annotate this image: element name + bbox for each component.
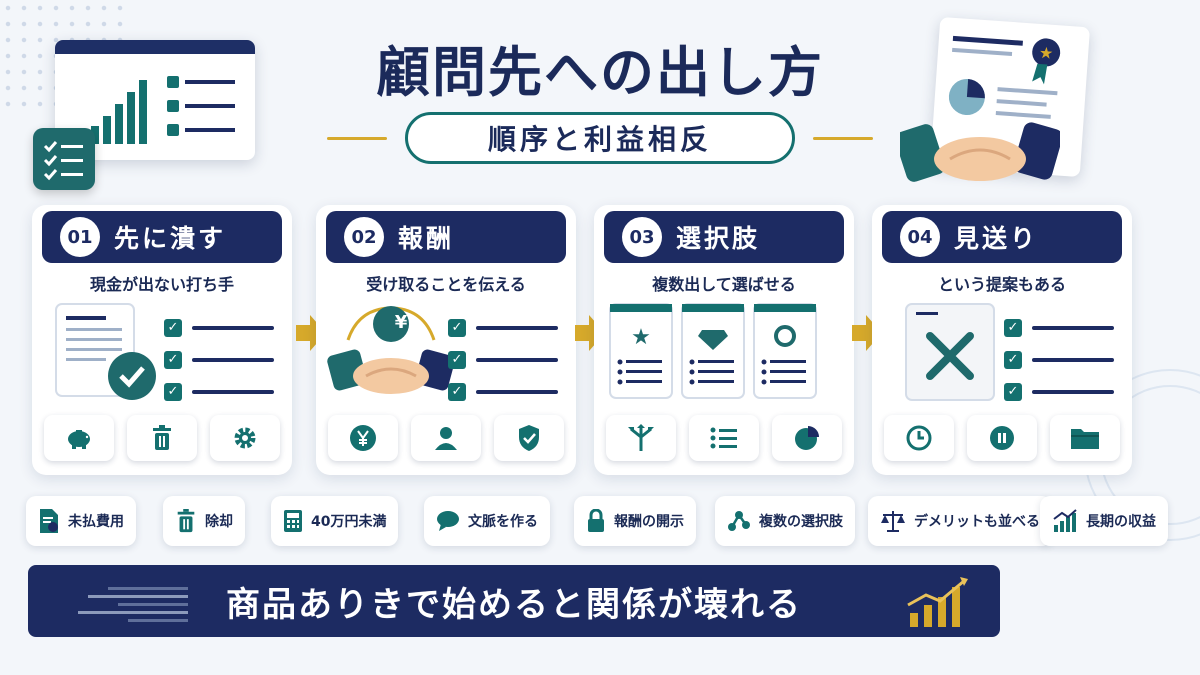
document-check-icon — [55, 303, 156, 400]
banner-text: 商品ありきで始めると関係が壊れる — [226, 584, 802, 625]
card-illustration: ✓ ✓ ✓ — [872, 300, 1132, 410]
card-illustration: ★ — [594, 300, 854, 410]
tag-label: 複数の選択肢 — [759, 514, 843, 530]
svg-text:★: ★ — [631, 325, 651, 350]
card-subtitle: 受け取ることを伝える — [366, 275, 526, 294]
arrow-right-icon — [852, 315, 882, 351]
pie-chart-icon — [772, 415, 842, 461]
subtitle-pill: 順序と利益相反 — [405, 112, 795, 164]
checklist-card-icon — [33, 128, 95, 190]
step-number: 01 — [60, 217, 100, 257]
cross-mark-icon — [905, 303, 995, 401]
tag-label: 未払費用 — [68, 514, 124, 530]
calculator-icon — [284, 510, 302, 532]
tag-label: 40万円未満 — [311, 514, 387, 530]
card-subtitle: 複数出して選ばせる — [652, 275, 796, 294]
tag-label: デメリットも並べる — [914, 514, 1040, 530]
tag-list-demerits: デメリットも並べる — [868, 496, 1052, 546]
arrow-right-icon — [575, 315, 605, 351]
subtitle-row: 順序と利益相反 — [300, 110, 900, 166]
checklist: ✓ ✓ ✓ — [1004, 312, 1114, 408]
step-card-01: 01 先に潰す 現金が出ない打ち手 ✓ ✓ ✓ — [32, 205, 292, 475]
card-title: 報酬 — [398, 224, 455, 253]
card-header: 04 見送り — [882, 211, 1122, 263]
step-card-04: 04 見送り という提案もある ✓ ✓ ✓ — [872, 205, 1132, 475]
handshake-coin-icon — [327, 306, 455, 394]
step-number: 02 — [344, 217, 384, 257]
gear-icon — [210, 415, 280, 461]
speech-bubble-icon — [437, 511, 459, 531]
card-header: 02 報酬 — [326, 211, 566, 263]
card-illustration: ✓ ✓ ✓ — [32, 300, 292, 410]
branch-arrows-icon — [606, 415, 676, 461]
arrow-right-icon — [296, 315, 326, 351]
step-card-03: 03 選択肢 複数出して選ばせる ★ — [594, 205, 854, 475]
folder-icon — [1050, 415, 1120, 461]
tag-label: 文脈を作る — [468, 514, 538, 530]
invoice-yen-icon — [40, 509, 58, 533]
growth-chart-icon — [907, 577, 968, 627]
step-number: 03 — [622, 217, 662, 257]
piggy-bank-icon — [44, 415, 114, 461]
bottom-banner: 商品ありきで始めると関係が壊れる — [28, 565, 1000, 637]
card-title: 選択肢 — [676, 224, 761, 253]
tag-create-context: 文脈を作る — [424, 496, 550, 546]
certificate-illustration: ★ — [929, 16, 1091, 178]
checklist: ✓ ✓ ✓ — [164, 312, 274, 408]
coin-symbol: ¥ — [394, 312, 408, 333]
card-title: 見送り — [954, 224, 1039, 253]
card-header: 03 選択肢 — [604, 211, 844, 263]
tag-under-400k: 40万円未満 — [271, 496, 399, 546]
svg-text:★: ★ — [1038, 43, 1054, 63]
dashboard-illustration — [55, 40, 255, 160]
card-title: 先に潰す — [114, 224, 227, 253]
nodes-icon — [728, 511, 750, 531]
tag-multiple-options: 複数の選択肢 — [715, 496, 855, 546]
yen-coin-icon — [328, 415, 398, 461]
trash-icon — [127, 415, 197, 461]
divider — [327, 136, 387, 140]
card-subtitle: という提案もある — [937, 275, 1066, 294]
person-icon — [411, 415, 481, 461]
tag-label: 報酬の開示 — [614, 514, 684, 530]
tag-accrued-expenses: 未払費用 — [26, 496, 136, 546]
handshake-illustration — [900, 122, 1060, 182]
trash-icon — [177, 509, 195, 533]
page-title: 顧問先への出し方 — [376, 41, 824, 104]
growth-chart-icon — [1053, 509, 1077, 532]
pause-icon — [967, 415, 1037, 461]
list-icon — [689, 415, 759, 461]
divider — [813, 136, 873, 140]
scales-icon — [881, 511, 905, 532]
card-illustration: ¥ ✓ ✓ ✓ — [316, 300, 576, 410]
option-cards-icon: ★ — [609, 303, 817, 399]
tag-label: 長期の収益 — [1086, 514, 1156, 530]
clock-icon — [884, 415, 954, 461]
card-header: 01 先に潰す — [42, 211, 282, 263]
checklist: ✓ ✓ ✓ — [448, 312, 558, 408]
shield-check-icon — [494, 415, 564, 461]
tag-disposal: 除却 — [163, 496, 245, 546]
tag-long-term-revenue: 長期の収益 — [1040, 496, 1168, 546]
step-card-02: 02 報酬 受け取ることを伝える ¥ ✓ ✓ ✓ — [316, 205, 576, 475]
card-subtitle: 現金が出ない打ち手 — [89, 275, 234, 294]
step-number: 04 — [900, 217, 940, 257]
lock-icon — [588, 509, 604, 532]
tag-label: 除却 — [205, 514, 233, 530]
speed-lines — [78, 587, 188, 622]
tag-fee-disclosure: 報酬の開示 — [574, 496, 696, 546]
